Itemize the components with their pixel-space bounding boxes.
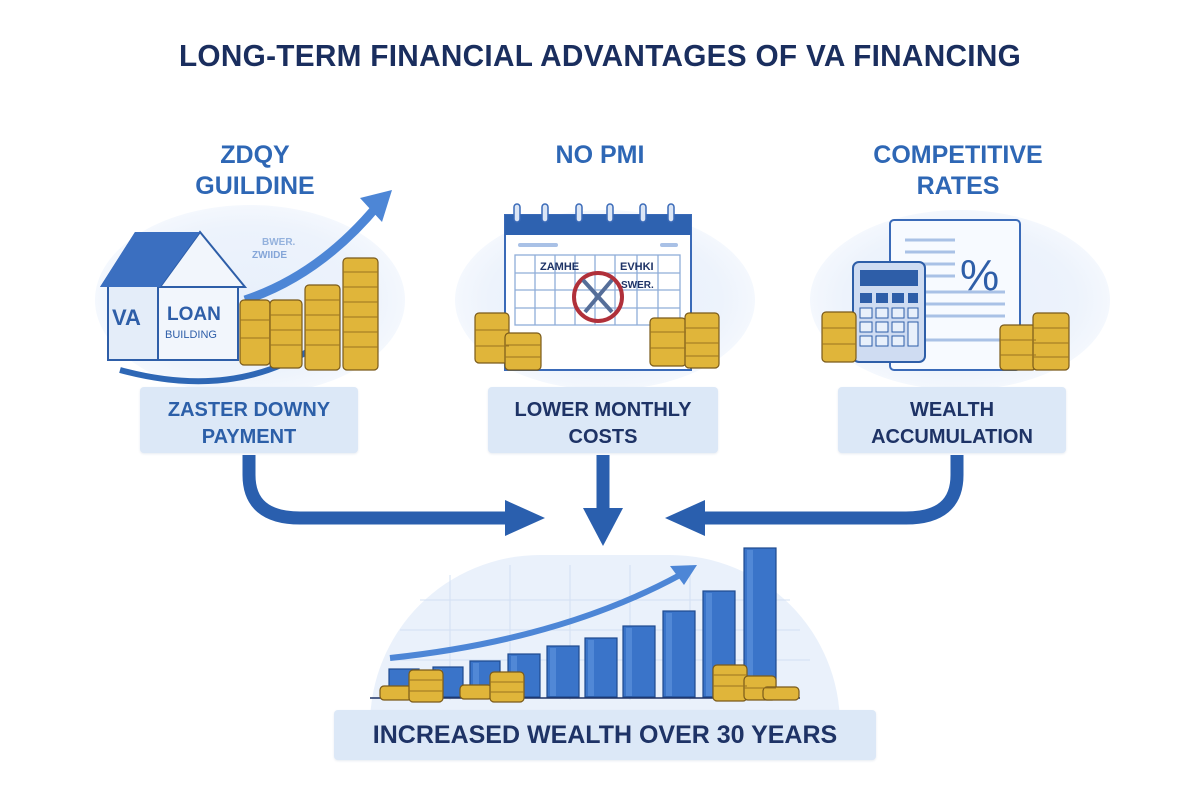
- percent-symbol: %: [960, 251, 999, 300]
- faint-text-2: ZWIIDE: [252, 250, 287, 261]
- left-label-box: ZASTER DOWNY PAYMENT: [140, 387, 358, 453]
- house-va-text: VA: [112, 305, 141, 330]
- left-label-line-2: PAYMENT: [201, 426, 297, 448]
- left-curved-arrow-icon: [242, 455, 545, 536]
- page-title: LONG-TERM FINANCIAL ADVANTAGES OF VA FIN…: [178, 38, 1022, 73]
- right-column-heading: COMPETITIVE RATES: [828, 140, 1088, 202]
- right-heading-line-1: COMPETITIVE: [873, 141, 1043, 169]
- center-down-arrow-icon: [583, 455, 623, 546]
- calendar-text-1: ZAMHE: [540, 261, 579, 273]
- right-curved-arrow-icon: [665, 455, 964, 536]
- calculator-icon: [852, 261, 926, 363]
- left-heading-line-1: ZDQY: [220, 141, 290, 169]
- house-loan-text: LOAN: [167, 304, 221, 325]
- coin-stacks-icon: [474, 312, 720, 371]
- left-column-heading: ZDQY GUILDINE: [125, 140, 385, 202]
- center-label-line-1: LOWER MONTHLY: [514, 399, 692, 421]
- right-label-box: WEALTH ACCUMULATION: [838, 387, 1066, 453]
- calendar-text-2: EVHKI: [620, 261, 654, 273]
- growth-trend-arrow-icon: [389, 565, 697, 661]
- faint-text-1: BWER.: [262, 237, 296, 248]
- center-heading-line-1: NO PMI: [555, 141, 645, 169]
- house-icon: [100, 230, 248, 361]
- trend-arrow-icon: [243, 190, 392, 305]
- center-label-box: LOWER MONTHLY COSTS: [488, 387, 718, 453]
- right-heading-line-2: RATES: [916, 172, 1000, 200]
- house-building-text: BUILDING: [165, 329, 217, 341]
- prohibited-icon: [572, 271, 624, 323]
- right-label-line-1: WEALTH: [909, 399, 995, 421]
- center-column-heading: NO PMI: [470, 140, 730, 171]
- center-label-line-2: COSTS: [568, 426, 638, 448]
- left-label-line-1: ZASTER DOWNY: [167, 399, 331, 421]
- coin-stacks-icon: [239, 257, 379, 371]
- outcome-label: INCREASED WEALTH OVER 30 YEARS: [372, 721, 838, 749]
- left-heading-line-2: GUILDINE: [195, 172, 315, 200]
- coin-stacks-icon: [821, 311, 1070, 371]
- outcome-label-box: INCREASED WEALTH OVER 30 YEARS: [334, 710, 876, 760]
- right-label-line-2: ACCUMULATION: [871, 426, 1033, 448]
- calendar-text-3: SWER.: [621, 280, 654, 291]
